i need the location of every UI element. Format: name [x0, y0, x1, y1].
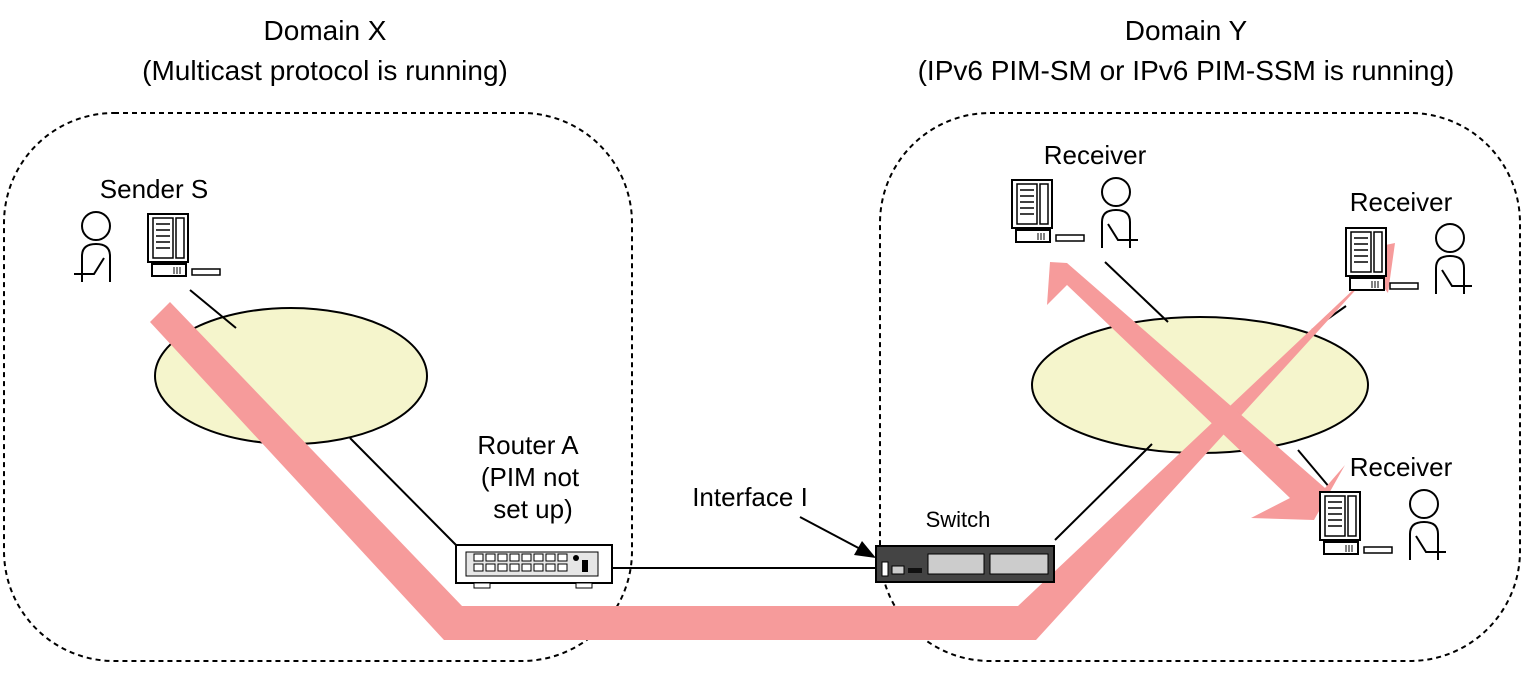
sender-s-person-icon [73, 211, 111, 283]
interface-i-label: Interface I [692, 482, 808, 512]
domain-x-subtitle: (Multicast protocol is running) [142, 55, 508, 86]
domain-y-subtitle: (IPv6 PIM-SM or IPv6 PIM-SSM is running) [918, 55, 1455, 86]
receiver-top-computer-icon [1011, 179, 1085, 243]
router-a-label-line2: (PIM not [481, 462, 580, 492]
interface-arrow [799, 516, 876, 558]
receiver-bottom-person-icon [1409, 489, 1447, 561]
sender-s-label: Sender S [100, 174, 208, 204]
switch-label: Switch [926, 507, 991, 532]
multicast-path [150, 243, 1395, 640]
switch-device [875, 545, 1055, 583]
domain-y-boundary [879, 112, 1521, 662]
receiver-right-label: Receiver [1350, 187, 1453, 217]
sender-s-computer-icon [147, 213, 221, 277]
receiver-right-computer-icon [1345, 227, 1419, 291]
router-a-label-line3: set up) [493, 494, 573, 524]
receiver-top-label: Receiver [1044, 140, 1147, 170]
receiver-bottom-label: Receiver [1350, 452, 1453, 482]
receiver-right-person-icon [1435, 223, 1473, 295]
receiver-bottom-computer-icon [1319, 491, 1393, 555]
domain-y-title: Domain Y [1125, 15, 1248, 46]
router-a-device [455, 544, 613, 589]
receiver-top-person-icon [1101, 177, 1139, 249]
network-cloud-x [154, 307, 428, 445]
domain-x-title: Domain X [264, 15, 387, 46]
router-a-label-line1: Router A [477, 430, 579, 460]
